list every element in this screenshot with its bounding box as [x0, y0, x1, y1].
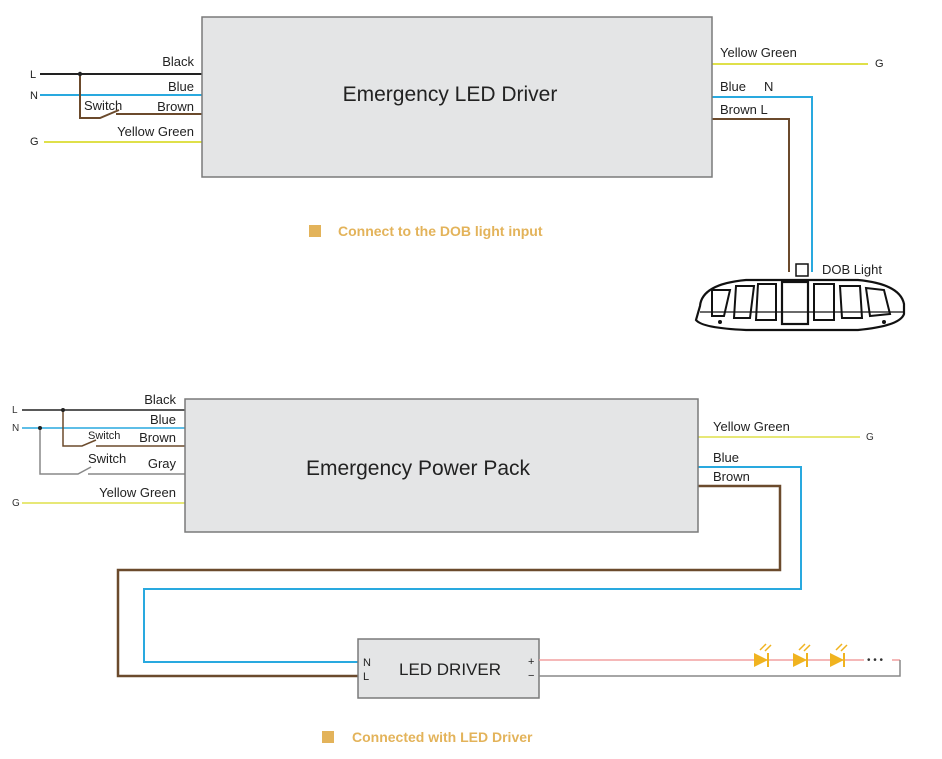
top-terminal-n: N [30, 90, 38, 102]
bottom-diagram: Emergency Power Pack Black Blue Brown Gr… [12, 392, 901, 745]
top-out-n-label: N [764, 79, 773, 94]
top-out-brown-l-label: Brown L [720, 102, 768, 117]
top-blue-label: Blue [168, 79, 194, 94]
top-switch-label: Switch [84, 98, 122, 113]
bottom-black-label: Black [144, 392, 176, 407]
top-brown-label: Brown [157, 99, 194, 114]
bottom-yellow-green-label: Yellow Green [99, 485, 176, 500]
bottom-out-terminal-g: G [866, 432, 874, 443]
bottom-out-brown-wire [116, 484, 782, 678]
bottom-switch1-wire [62, 410, 97, 447]
top-caption: Connect to the DOB light input [338, 223, 543, 239]
bottom-terminal-g: G [12, 498, 20, 509]
dob-light-label: DOB Light [822, 262, 882, 277]
bottom-out-blue-label: Blue [713, 450, 739, 465]
bottom-out-yellow-green-label: Yellow Green [713, 419, 790, 434]
bottom-junction-dot-n [38, 426, 42, 430]
emergency-led-driver-title: Emergency LED Driver [343, 83, 558, 106]
top-out-blue-wire [712, 96, 813, 272]
led-icon [754, 643, 772, 667]
top-caption-bullet [309, 225, 321, 237]
bottom-out-blue-wire [143, 466, 802, 663]
top-switch-wire [79, 74, 120, 119]
led-driver-title: LED DRIVER [399, 660, 501, 679]
top-terminal-l: L [30, 69, 36, 81]
led-negative-wire [539, 660, 901, 677]
top-yellow-green-label: Yellow Green [117, 124, 194, 139]
led-chain-ellipsis: • • • [867, 655, 884, 666]
bottom-brown-label: Brown [139, 430, 176, 445]
ellipsis-gap [864, 654, 892, 664]
top-out-brown-wire [712, 118, 790, 272]
emergency-led-driver-box [201, 16, 713, 178]
dob-light-icon [694, 263, 906, 332]
bottom-switch2-label: Switch [88, 451, 126, 466]
bottom-caption-bullet [322, 731, 334, 743]
bottom-junction-dot-l [61, 408, 65, 412]
top-terminal-g: G [30, 136, 39, 148]
led-icon [830, 643, 848, 667]
led-driver-n-label: N [363, 657, 371, 669]
led-driver-l-label: L [363, 671, 369, 683]
top-black-label: Black [162, 54, 194, 69]
led-driver-box [357, 638, 540, 699]
bottom-caption: Connected with LED Driver [352, 729, 533, 745]
led-icon [793, 643, 811, 667]
bottom-blue-label: Blue [150, 412, 176, 427]
bottom-terminal-l: L [12, 405, 18, 416]
top-out-blue-label: Blue [720, 79, 746, 94]
bottom-gray-label: Gray [148, 456, 177, 471]
top-diagram: Emergency LED Driver Black Blue Brown Ye… [30, 16, 906, 332]
emergency-power-pack-box [184, 398, 699, 533]
emergency-power-pack-title: Emergency Power Pack [306, 457, 531, 480]
bottom-terminal-n: N [12, 423, 19, 434]
led-driver-minus-label: − [528, 670, 534, 682]
top-out-yellow-green-label: Yellow Green [720, 45, 797, 60]
led-driver-plus-label: + [528, 656, 534, 668]
bottom-switch2-wire [39, 428, 92, 475]
bottom-out-brown-label: Brown [713, 469, 750, 484]
top-junction-dot [77, 71, 83, 77]
top-out-terminal-g: G [875, 58, 884, 70]
bottom-switch1-label: Switch [88, 430, 120, 442]
